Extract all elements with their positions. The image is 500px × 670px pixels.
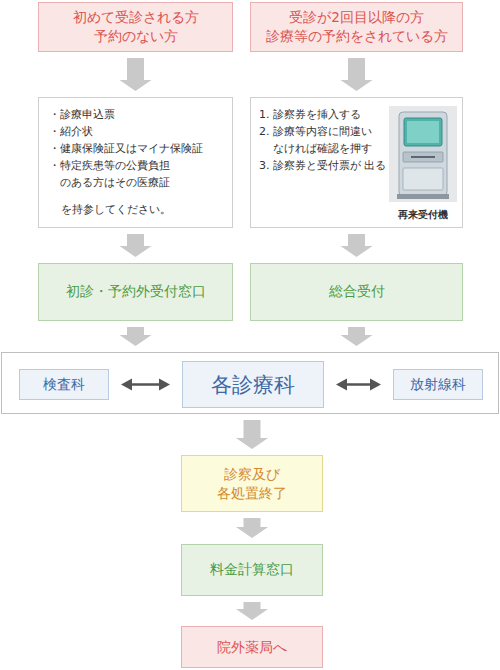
photo-background bbox=[389, 106, 457, 202]
kiosk-screen-glare bbox=[407, 121, 439, 143]
start-box: 初めて受診される方 予約のない方 bbox=[38, 2, 233, 52]
node-text: 2. 診療等内容に間違い なければ確認を押す bbox=[259, 123, 389, 157]
flow-arrow bbox=[341, 327, 373, 346]
node-text: 総合受付 bbox=[329, 283, 385, 301]
end-box: 診察及び 各処置終了 bbox=[181, 455, 323, 512]
flow-arrow bbox=[236, 420, 268, 449]
flow-arrow bbox=[341, 58, 373, 91]
note-box: ・診療申込票・紹介状・健康保険証又はマイナ保険証・特定疾患等の公費負担 のある方… bbox=[38, 97, 233, 228]
node-text: 1. 診察券を挿入する bbox=[259, 106, 389, 123]
node-text: 院外薬局へ bbox=[217, 638, 287, 657]
kiosk-screen bbox=[404, 118, 442, 146]
department-box: 各診療科 bbox=[182, 361, 324, 408]
node-text: ・紹介状 bbox=[49, 123, 224, 140]
kiosk-lower-panel bbox=[403, 168, 443, 190]
node-text: 3. 診察券と受付票が 出る bbox=[259, 157, 389, 174]
reception-box: 総合受付 bbox=[250, 263, 463, 321]
flow-arrow bbox=[120, 327, 152, 346]
node-text: 各診療科 bbox=[211, 371, 295, 399]
department-box: 検査科 bbox=[19, 369, 109, 400]
flow-arrow bbox=[341, 234, 373, 257]
payment-box: 料金計算窓口 bbox=[181, 544, 323, 596]
exit-box: 院外薬局へ bbox=[181, 626, 323, 668]
kiosk-card-slot bbox=[403, 152, 443, 162]
department-box: 放射線科 bbox=[393, 369, 483, 400]
node-text: ・診療申込票 bbox=[49, 106, 224, 123]
node-text: 初めて受診される方 予約のない方 bbox=[61, 8, 211, 46]
kiosk-body bbox=[399, 112, 447, 196]
flow-arrow bbox=[120, 58, 152, 91]
start-box: 受診が2回目以降の方 診療等の予約をされている方 bbox=[250, 2, 463, 52]
node-text: 初診・予約外受付窓口 bbox=[66, 283, 206, 301]
node-text: 再来受付機 bbox=[387, 206, 459, 223]
node-text: ・健康保険証又はマイナ保険証 bbox=[49, 140, 231, 157]
node-text: 料金計算窓口 bbox=[210, 561, 294, 579]
node-text: を持参してください。 bbox=[61, 201, 226, 218]
reception-box: 初診・予約外受付窓口 bbox=[38, 263, 233, 321]
department-band: 検査科 各診療科 放射線科 bbox=[1, 352, 499, 414]
flow-arrow bbox=[236, 518, 268, 538]
kiosk-illustration bbox=[389, 106, 457, 202]
kiosk-base bbox=[397, 194, 449, 199]
flow-arrow bbox=[236, 602, 268, 620]
node-text: 検査科 bbox=[43, 376, 85, 394]
node-text: 受診が2回目以降の方 診療等の予約をされている方 bbox=[262, 8, 452, 46]
node-text: 放射線科 bbox=[410, 376, 466, 394]
flow-arrow bbox=[120, 234, 152, 257]
node-text: ・特定疾患等の公費負担 のある方はその医療証 bbox=[49, 157, 214, 191]
node-text: 診察及び 各処置終了 bbox=[202, 465, 302, 503]
kiosk-slot-gap bbox=[411, 156, 435, 158]
